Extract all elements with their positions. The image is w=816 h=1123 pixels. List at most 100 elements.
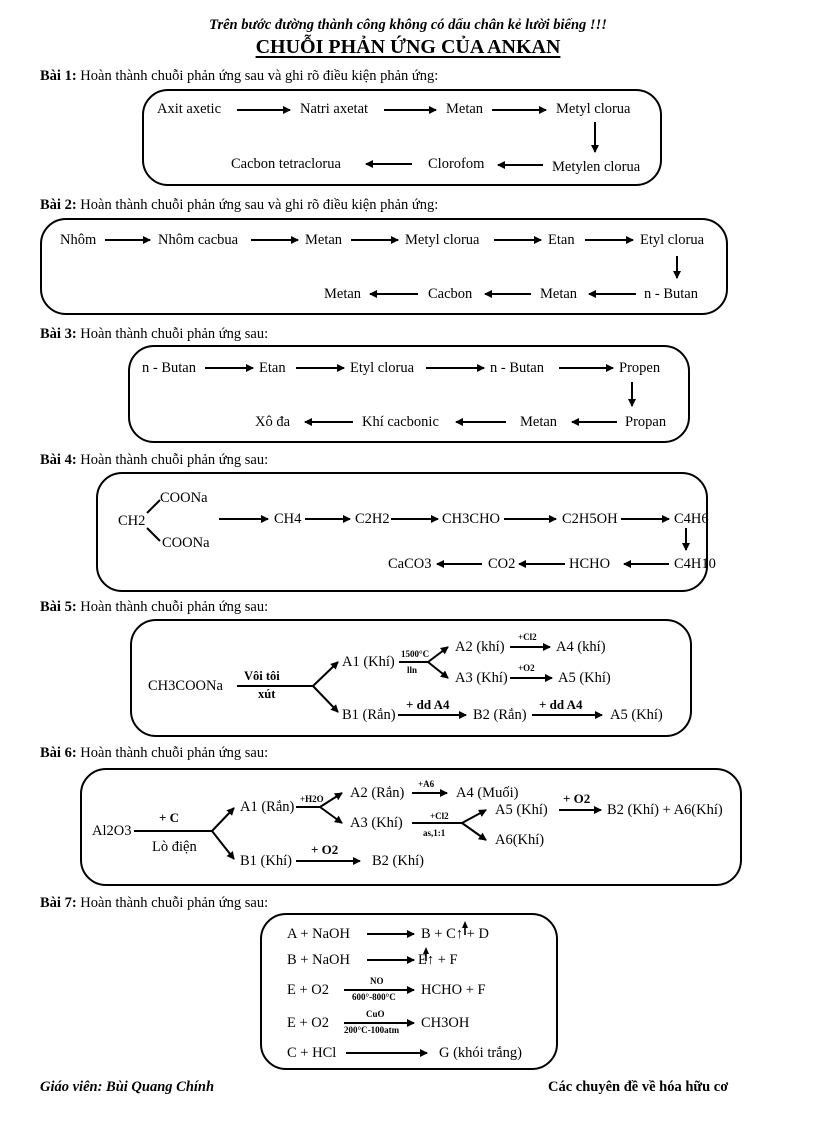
exercise-5-heading: Bài 5: Hoàn thành chuỗi phản ứng sau: — [40, 599, 269, 615]
condition-label: +Cl2 — [518, 632, 537, 642]
reaction-rhs: G (khói trắng) — [439, 1045, 522, 1061]
condition-label: +A6 — [418, 779, 435, 789]
compound: Propan — [625, 414, 667, 430]
condition-label: CuO — [366, 1009, 385, 1019]
reaction-rhs: B + C↑ + D — [421, 926, 489, 942]
compound: Clorofom — [428, 156, 485, 172]
footer-teacher: Giáo viên: Bùi Quang Chính — [40, 1079, 215, 1095]
compound: Etan — [259, 360, 286, 376]
compound: CaCO3 — [388, 556, 432, 572]
compound: Propen — [619, 360, 661, 376]
formula-ch2: CH2 — [118, 513, 146, 529]
motto: Trên bước đường thành công không có dấu … — [209, 17, 607, 33]
compound: Metan — [324, 286, 362, 302]
compound: A5 (Khí) — [610, 707, 663, 723]
exercise-7-box — [260, 913, 558, 1070]
compound: C4H6 — [674, 511, 709, 527]
compound: Etyl clorua — [640, 232, 705, 248]
condition-label: + O2 — [311, 842, 339, 857]
exercise-7-heading: Bài 7: Hoàn thành chuỗi phản ứng sau: — [40, 895, 269, 911]
compound: HCHO — [569, 556, 611, 572]
compound: Cacbon — [428, 286, 473, 302]
compound: B2 (Rắn) — [473, 707, 527, 723]
compound: Metylen clorua — [552, 159, 641, 175]
compound: A1 (Rắn) — [240, 799, 295, 815]
reaction-lhs: E + O2 — [287, 1015, 330, 1031]
condition-label: +Cl2 — [430, 811, 449, 821]
compound: Metyl clorua — [556, 101, 631, 117]
compound: Etyl clorua — [350, 360, 415, 376]
exercise-2-heading: Bài 2: Hoàn thành chuỗi phản ứng sau và … — [40, 197, 439, 213]
reaction-rhs: HCHO + F — [421, 982, 486, 998]
condition-label: Lò điện — [152, 839, 197, 855]
compound: B1 (Khí) — [240, 853, 292, 869]
condition-label: 600°-800°C — [352, 992, 396, 1002]
exercise-6-heading: Bài 6: Hoàn thành chuỗi phản ứng sau: — [40, 745, 269, 761]
condition-label: +H2O — [300, 794, 324, 804]
compound: Etan — [548, 232, 575, 248]
compound: A1 (Khí) — [342, 654, 395, 670]
compound: A3 (Khí) — [350, 815, 403, 831]
reaction-lhs: B + NaOH — [287, 952, 350, 968]
reaction-rhs: CH3OH — [421, 1015, 470, 1031]
compound: A5 (Khí) — [495, 802, 548, 818]
compound: C2H2 — [355, 511, 390, 527]
exercise-2-box — [40, 218, 728, 315]
condition-label: + C — [159, 810, 180, 825]
compound: CH4 — [274, 511, 302, 527]
exercise-3-box — [128, 345, 690, 443]
compound: Nhôm cacbua — [158, 232, 239, 248]
compound: Metan — [540, 286, 578, 302]
condition-label: 1500°C — [401, 649, 430, 659]
compound: Axit axetic — [157, 101, 222, 117]
compound: B2 (Khí) — [372, 853, 424, 869]
condition-label: NO — [370, 976, 384, 986]
compound: COONa — [160, 490, 208, 506]
condition-label: Vôi tôi — [244, 669, 280, 683]
compound: Xô đa — [255, 414, 291, 430]
compound: COONa — [162, 535, 210, 551]
exercise-5-box — [130, 619, 692, 737]
condition-label: lln — [407, 665, 418, 675]
compound: C2H5OH — [562, 511, 618, 527]
compound: n - Butan — [644, 286, 698, 302]
condition-label: xút — [258, 687, 276, 701]
compound: Natri axetat — [300, 101, 369, 117]
compound: Cacbon tetraclorua — [231, 156, 341, 172]
compound: A6(Khí) — [495, 832, 545, 848]
footer-course: Các chuyên đề về hóa hữu cơ — [548, 1079, 729, 1095]
condition-label: as,1:1 — [423, 828, 446, 838]
compound: CH3CHO — [442, 511, 501, 527]
condition-label: + dd A4 — [406, 697, 450, 712]
exercise-1-box — [142, 89, 662, 186]
compound: Metan — [305, 232, 343, 248]
compound: A4 (khí) — [556, 639, 606, 655]
compound: A2 (khí) — [455, 639, 505, 655]
compound: Metan — [446, 101, 484, 117]
compound: B1 (Rắn) — [342, 707, 396, 723]
exercise-4-heading: Bài 4: Hoàn thành chuỗi phản ứng sau: — [40, 452, 269, 468]
compound: A5 (Khí) — [558, 670, 611, 686]
compound: B2 (Khí) + A6(Khí) — [607, 802, 723, 818]
compound: CO2 — [488, 556, 516, 572]
compound: Nhôm — [60, 232, 97, 248]
exercise-6-box — [80, 768, 742, 886]
condition-label: +O2 — [518, 663, 535, 673]
compound: C4H10 — [674, 556, 716, 572]
compound: Al2O3 — [92, 823, 132, 839]
exercise-4-box — [96, 472, 708, 592]
exercise-3-heading: Bài 3: Hoàn thành chuỗi phản ứng sau: — [40, 326, 269, 342]
condition-label: 200°C-100atm — [344, 1025, 400, 1035]
reaction-lhs: E + O2 — [287, 982, 330, 998]
compound: n - Butan — [142, 360, 196, 376]
compound: CH3COONa — [148, 678, 223, 694]
reaction-lhs: C + HCl — [287, 1045, 337, 1061]
compound: n - Butan — [490, 360, 544, 376]
condition-label: + O2 — [563, 791, 591, 806]
reaction-rhs: E↑ + F — [418, 952, 458, 968]
compound: Khí cacbonic — [362, 414, 439, 430]
compound: A2 (Rắn) — [350, 785, 405, 801]
condition-label: + dd A4 — [539, 697, 583, 712]
exercise-1-heading: Bài 1: Hoàn thành chuỗi phản ứng sau và … — [40, 68, 439, 84]
